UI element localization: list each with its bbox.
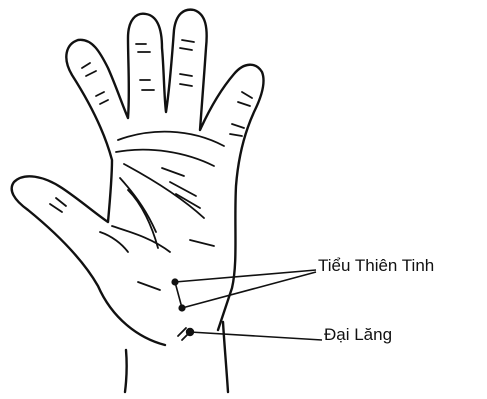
tieu-thien-tinh-point-upper [171, 278, 178, 285]
wrist-right-line [223, 322, 228, 392]
hand-outline [12, 10, 264, 345]
palm-lines [100, 132, 224, 290]
dai-lang-leader [190, 332, 322, 340]
finger-creases [50, 40, 252, 212]
tieu-thien-tinh-point-lower [178, 304, 185, 311]
tieu-thien-tinh-label: Tiểu Thiên Tinh [318, 257, 434, 274]
wrist-left-line [125, 350, 127, 392]
dai-lang-label: Đại Lăng [324, 326, 392, 343]
dai-lang-point [186, 328, 194, 336]
tieu-thien-tinh-leaders [175, 270, 316, 308]
